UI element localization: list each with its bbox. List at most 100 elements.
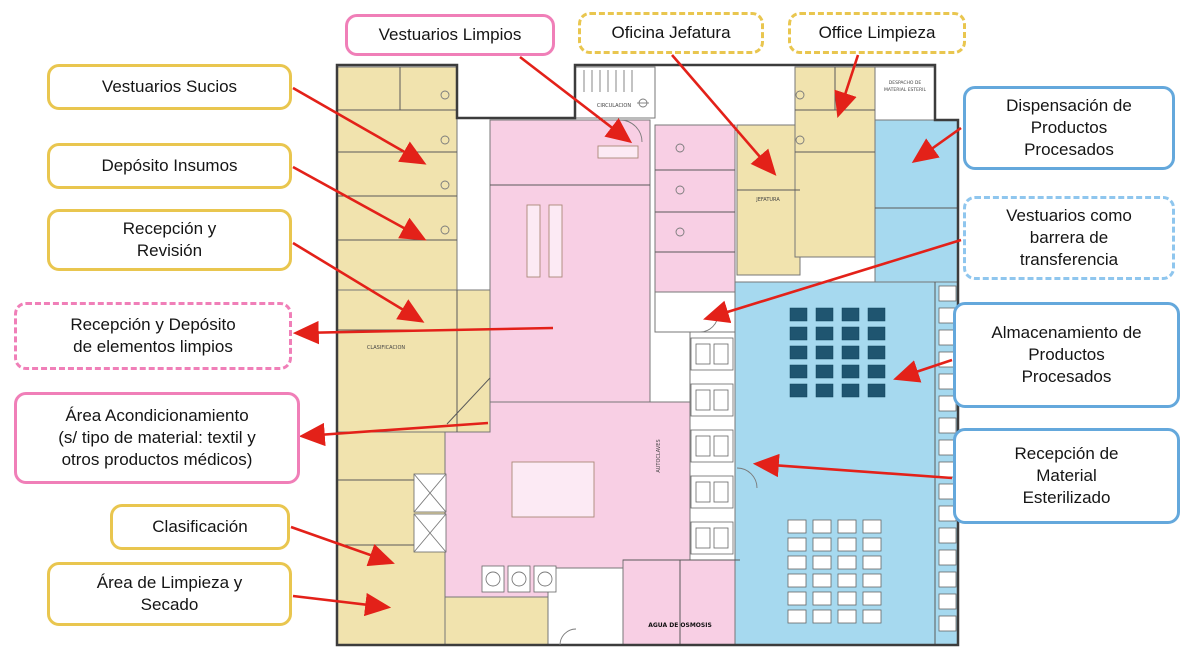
- washer-drum: [485, 571, 501, 587]
- closet-unit: [938, 527, 957, 544]
- storage-rack: [789, 383, 808, 398]
- room-label: MATERIAL ESTERIL: [884, 87, 926, 93]
- toilet-fixture: [440, 225, 450, 235]
- annotation-arrow: [893, 358, 953, 383]
- closet-unit: [812, 591, 832, 606]
- autoclave-door: [713, 527, 729, 549]
- wall-lines: [337, 67, 958, 645]
- autoclave-door: [695, 435, 711, 457]
- closet-unit: [787, 609, 807, 624]
- autoclave-door: [695, 343, 711, 365]
- toilet-fixture: [675, 185, 685, 195]
- annotation-arrow: [292, 241, 425, 323]
- storage-rack: [815, 364, 834, 379]
- closet-unit: [812, 519, 832, 534]
- storage-rack: [789, 326, 808, 341]
- zone-clean-main-hall: [489, 119, 651, 403]
- door-arc: [559, 628, 577, 646]
- annotation-arrow: [292, 320, 554, 345]
- closet-unit: [787, 555, 807, 570]
- closet-unit: [938, 549, 957, 566]
- closet-unit: [812, 573, 832, 588]
- callout-oficina-jefatura: Oficina Jefatura: [578, 12, 764, 54]
- autoclave-door: [713, 343, 729, 365]
- room-label: JEFATURA: [755, 197, 780, 203]
- annotation-arrow: [292, 165, 427, 241]
- callout-text: Oficina Jefatura: [611, 22, 731, 42]
- callout-text: Office Limpieza: [818, 22, 936, 42]
- work-table: [526, 204, 541, 278]
- storage-rack: [841, 307, 860, 322]
- closet-unit: [938, 417, 957, 434]
- annotation-arrow: [834, 54, 860, 118]
- storage-rack: [841, 345, 860, 360]
- toilet-fixture: [675, 227, 685, 237]
- washer-unit: [481, 565, 505, 593]
- closet-unit: [837, 573, 857, 588]
- annotation-arrow: [298, 421, 489, 447]
- closet-unit: [862, 519, 882, 534]
- storage-rack: [867, 326, 886, 341]
- storage-rack: [867, 364, 886, 379]
- callout-deposito-insumos: Depósito Insumos: [47, 143, 292, 189]
- callout-text: Área Acondicionamiento(s/ tipo de materi…: [58, 405, 256, 470]
- work-table: [548, 204, 563, 278]
- furniture-static: [413, 90, 805, 646]
- toilet-fixture: [440, 180, 450, 190]
- storage-rack: [789, 364, 808, 379]
- room-label: CIRCULACION: [597, 103, 631, 109]
- closet-unit: [837, 537, 857, 552]
- toilet-fixture: [795, 90, 805, 100]
- room-label: CLASIFICACION: [367, 345, 406, 351]
- storage-rack: [867, 345, 886, 360]
- zone-dirty-jefatura: [736, 124, 801, 276]
- closet-unit: [862, 555, 882, 570]
- annotation-arrow: [519, 55, 633, 144]
- storage-rack: [841, 383, 860, 398]
- closet-unit: [837, 555, 857, 570]
- closet-unit: [837, 609, 857, 624]
- toilet-fixture: [440, 90, 450, 100]
- room-bottom-access: [547, 567, 624, 646]
- door-arc: [736, 467, 758, 489]
- storage-rack: [815, 345, 834, 360]
- annotation-arrows: [290, 54, 962, 617]
- callout-text: Depósito Insumos: [101, 155, 238, 175]
- autoclave-door: [695, 481, 711, 503]
- closet-unit: [787, 519, 807, 534]
- closet-unit: [787, 537, 807, 552]
- storage-rack: [841, 326, 860, 341]
- closet-unit: [938, 571, 957, 588]
- annotation-arrow: [911, 126, 962, 164]
- annotation-arrow: [752, 453, 953, 480]
- furniture-generated: [481, 70, 957, 632]
- closet-unit: [812, 555, 832, 570]
- washer-drum: [511, 571, 527, 587]
- closet-unit: [862, 591, 882, 606]
- washer-unit: [507, 565, 531, 593]
- room-label: AGUA DE OSMOSIS: [648, 622, 712, 629]
- room-despacho: [874, 66, 936, 121]
- autoclave-door: [713, 481, 729, 503]
- closet-unit: [938, 285, 957, 302]
- prep-table: [511, 461, 595, 518]
- toilet-fixture: [440, 135, 450, 145]
- callout-text: Vestuarios Sucios: [101, 76, 238, 96]
- zone-clean-vestuarios-limpios: [654, 124, 736, 293]
- storage-rack: [789, 307, 808, 322]
- callout-text: Vestuarios Limpios: [378, 24, 522, 44]
